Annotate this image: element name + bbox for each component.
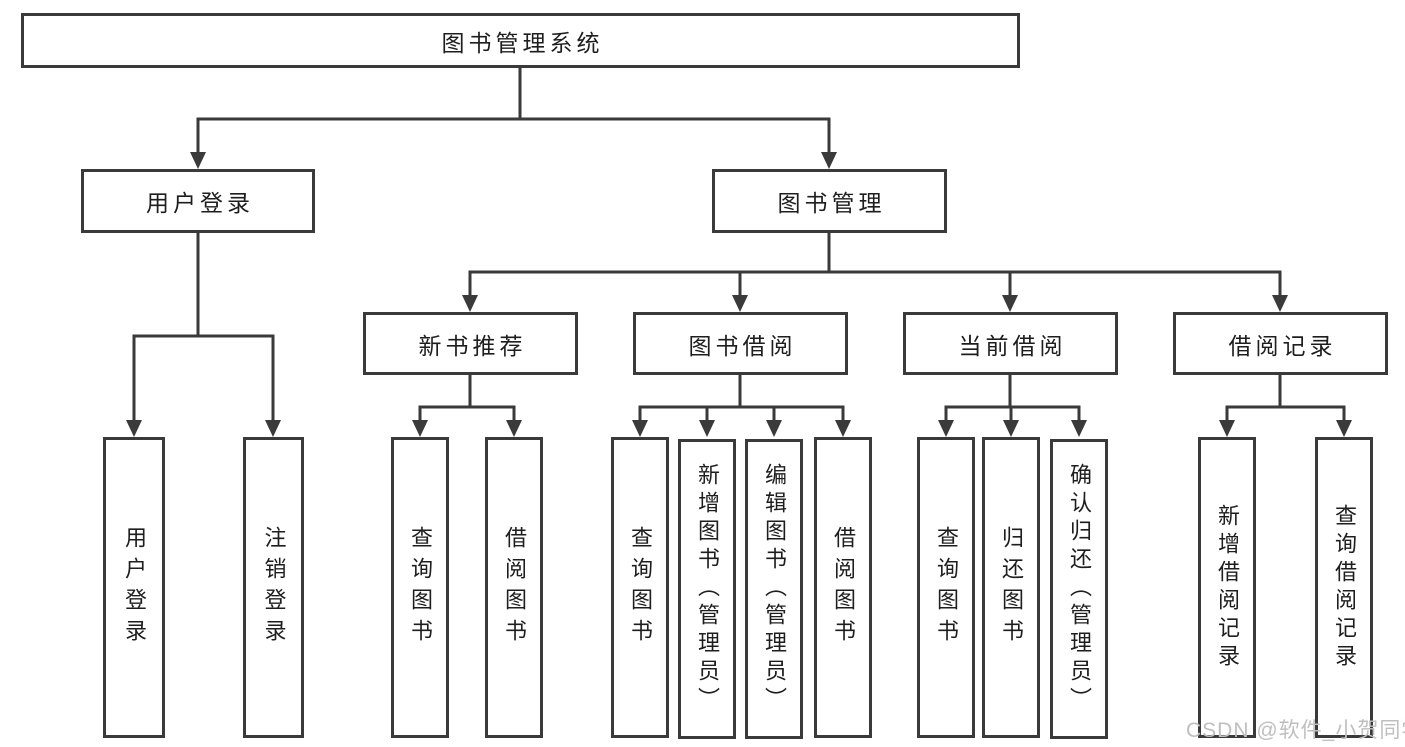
node-label: 注销登录 bbox=[261, 525, 287, 650]
node-label: 当前借阅 bbox=[958, 332, 1067, 359]
leaf-confirm-return-admin: 确认归还（管理员） bbox=[1050, 439, 1108, 739]
node-borrow-records: 借阅记录 bbox=[1173, 312, 1388, 375]
node-new-book-recommend: 新书推荐 bbox=[363, 312, 578, 375]
node-label: 查询图书 bbox=[628, 525, 653, 650]
node-book-borrow: 图书借阅 bbox=[633, 312, 848, 375]
leaf-user-login: 用户登录 bbox=[103, 437, 165, 738]
node-label: 查询借阅记录 bbox=[1332, 503, 1357, 672]
node-label: 借阅图书 bbox=[502, 525, 527, 650]
node-label: 新增图书（管理员） bbox=[695, 463, 720, 715]
node-label: 图书管理系统 bbox=[441, 29, 604, 56]
node-book-management: 图书管理 bbox=[712, 169, 947, 233]
node-label: 新书推荐 bbox=[418, 332, 527, 359]
node-label: 查询图书 bbox=[934, 525, 959, 650]
node-label: 新增借阅记录 bbox=[1215, 503, 1240, 672]
node-label: 查询图书 bbox=[408, 525, 433, 650]
node-user-login: 用户登录 bbox=[81, 169, 315, 233]
node-label: 图书借阅 bbox=[688, 332, 797, 359]
leaf-logout: 注销登录 bbox=[243, 437, 304, 738]
node-current-borrow: 当前借阅 bbox=[903, 312, 1118, 375]
leaf-add-book-admin: 新增图书（管理员） bbox=[678, 439, 736, 739]
node-label: 归还图书 bbox=[999, 525, 1024, 650]
leaf-query-books-borrow: 查询图书 bbox=[611, 437, 669, 738]
leaf-return-book: 归还图书 bbox=[982, 437, 1040, 738]
leaf-query-borrow-record: 查询借阅记录 bbox=[1315, 437, 1373, 738]
node-label: 编辑图书（管理员） bbox=[762, 463, 787, 715]
leaf-add-borrow-record: 新增借阅记录 bbox=[1198, 437, 1256, 738]
node-label: 用户登录 bbox=[122, 525, 147, 650]
leaf-query-books-recommend: 查询图书 bbox=[391, 437, 449, 738]
leaf-borrow-books-recommend: 借阅图书 bbox=[485, 437, 543, 738]
node-root: 图书管理系统 bbox=[21, 13, 1020, 68]
leaf-edit-book-admin: 编辑图书（管理员） bbox=[745, 439, 803, 739]
node-label: 确认归还（管理员） bbox=[1067, 463, 1092, 715]
watermark: CSDN @软件_小贺同学 bbox=[1186, 719, 1405, 742]
node-label: 借阅图书 bbox=[831, 525, 856, 650]
node-label: 用户登录 bbox=[146, 190, 254, 216]
node-label: 图书管理 bbox=[777, 190, 886, 216]
node-label: 借阅记录 bbox=[1228, 332, 1337, 359]
leaf-query-books-current: 查询图书 bbox=[917, 437, 975, 738]
leaf-borrow-books: 借阅图书 bbox=[814, 437, 872, 738]
